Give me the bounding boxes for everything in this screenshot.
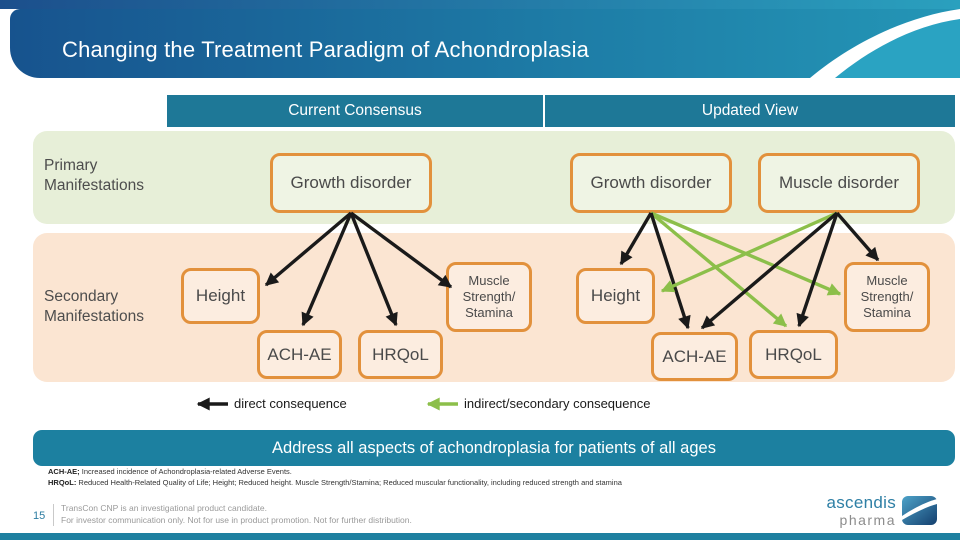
page-number: 15 bbox=[33, 510, 46, 522]
disclaimer: TransCon CNP is an investigational produ… bbox=[61, 503, 412, 527]
slide-title: Changing the Treatment Paradigm of Achon… bbox=[62, 37, 590, 62]
box-height-right: Height bbox=[576, 268, 655, 324]
box-achae-right: ACH-AE bbox=[651, 332, 738, 381]
box-growth-disorder-left: Growth disorder bbox=[270, 153, 432, 213]
box-muscle-strength-left: Muscle Strength/ Stamina bbox=[446, 262, 532, 332]
row-label-secondary: Secondary Manifestations bbox=[44, 288, 144, 326]
box-muscle-disorder: Muscle disorder bbox=[758, 153, 920, 213]
row-label-primary: Primary Manifestations bbox=[44, 157, 144, 195]
column-header-current-consensus: Current Consensus bbox=[167, 95, 543, 127]
footnotes: ACH-AE; Increased incidence of Achondrop… bbox=[48, 467, 622, 488]
footnote-achae-text: Increased incidence of Achondroplasia-re… bbox=[81, 467, 292, 476]
box-height-left: Height bbox=[181, 268, 260, 324]
box-hrqol-right: HRQoL bbox=[749, 330, 838, 379]
box-hrqol-left: HRQoL bbox=[358, 330, 443, 379]
box-muscle-strength-right: Muscle Strength/ Stamina bbox=[844, 262, 930, 332]
swoosh-decoration bbox=[810, 9, 960, 78]
column-header-updated-view: Updated View bbox=[545, 95, 955, 127]
footnote-hrqol: HRQoL: Reduced Health-Related Quality of… bbox=[48, 478, 622, 489]
slide-header: Changing the Treatment Paradigm of Achon… bbox=[10, 9, 960, 78]
box-growth-disorder-right: Growth disorder bbox=[570, 153, 732, 213]
footer-divider bbox=[53, 504, 54, 526]
key-message-banner: Address all aspects of achondroplasia fo… bbox=[33, 430, 955, 466]
ascendis-pharma-logo: ascendis pharma bbox=[827, 494, 937, 527]
key-message-text: Address all aspects of achondroplasia fo… bbox=[272, 438, 716, 457]
logo-brand-sub: pharma bbox=[839, 512, 896, 528]
logo-brand-name: ascendis bbox=[826, 493, 896, 512]
footnote-achae-term: ACH-AE; bbox=[48, 467, 80, 476]
footnote-achae: ACH-AE; Increased incidence of Achondrop… bbox=[48, 467, 622, 478]
legend-indirect-label: indirect/secondary consequence bbox=[464, 396, 651, 411]
primary-manifestations-band bbox=[33, 131, 955, 224]
disclaimer-line-2: For investor communication only. Not for… bbox=[61, 514, 412, 525]
box-achae-left: ACH-AE bbox=[257, 330, 342, 379]
disclaimer-line-1: TransCon CNP is an investigational produ… bbox=[61, 503, 268, 513]
logo-text: ascendis pharma bbox=[827, 494, 897, 527]
top-accent-strip bbox=[0, 0, 960, 9]
bottom-accent-bar bbox=[0, 533, 960, 540]
footnote-hrqol-term: HRQoL: bbox=[48, 477, 77, 487]
legend-direct-label: direct consequence bbox=[234, 396, 347, 411]
ascendis-logo-icon bbox=[902, 496, 937, 525]
column-header-bar: Current Consensus Updated View bbox=[167, 95, 955, 127]
footnote-hrqol-text: Reduced Health-Related Quality of Life; … bbox=[78, 477, 622, 487]
